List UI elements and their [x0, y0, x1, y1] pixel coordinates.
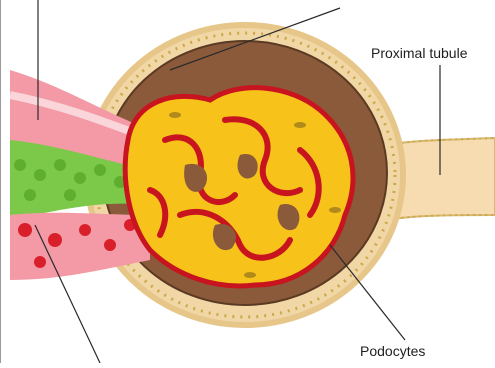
proximal-tubule-label: Proximal tubule [371, 46, 468, 60]
glomerulus [125, 88, 353, 286]
left-border [0, 0, 1, 363]
podocytes-label: Podocytes [360, 344, 425, 358]
